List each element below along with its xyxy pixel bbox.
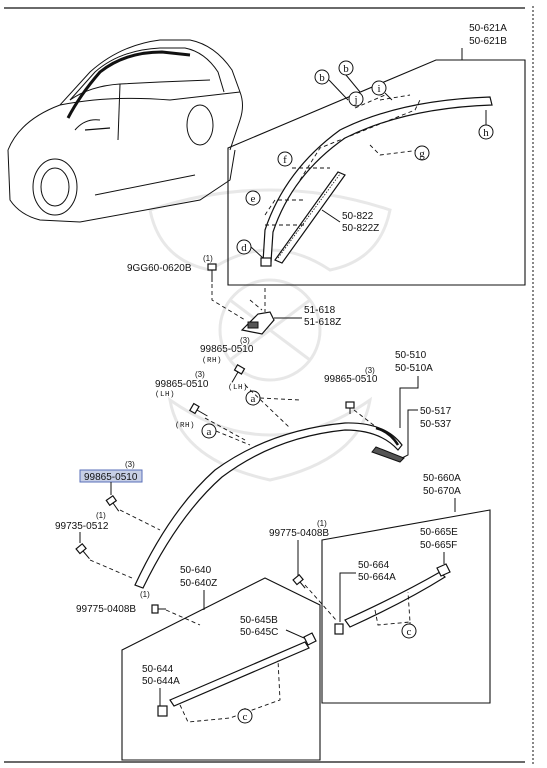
pn-50-822Z: 50-822Z (342, 223, 379, 234)
ref-i: i (371, 80, 387, 96)
qty-upper-screw: (1) (203, 254, 213, 263)
qty-screw-rh-upper: (3) (240, 336, 250, 345)
pn-50-665E: 50-665E (420, 527, 458, 538)
pn-51-618: 51-618 (304, 305, 336, 316)
side-rh-lower: (RH) (175, 422, 195, 430)
pn-50-670A: 50-670A (423, 486, 461, 497)
rear-clip-50-664 (334, 623, 344, 635)
svg-text:a: a (207, 426, 212, 438)
ref-b-upper: b (338, 60, 354, 76)
svg-text:b: b (343, 63, 349, 75)
rear-door-box (321, 509, 491, 704)
screw-rear-box (292, 573, 306, 589)
screw-lh-upper (188, 402, 208, 417)
screw-lower-left (75, 542, 90, 559)
rear-end-clip (436, 563, 451, 577)
ref-h: h (478, 124, 494, 140)
ref-j: j (348, 91, 364, 107)
pn-50-537: 50-537 (420, 419, 452, 430)
svg-text:h: h (483, 127, 489, 139)
ref-c-rear: c (401, 623, 417, 639)
svg-text:g: g (419, 148, 425, 160)
main-roof-molding (134, 422, 403, 589)
molding-end-cap (260, 257, 272, 267)
end-piece-50-517 (371, 446, 405, 463)
pn-50-645B: 50-645B (240, 615, 278, 626)
bracket-51-618 (240, 311, 275, 335)
pn-51-618Z: 51-618Z (304, 317, 341, 328)
pn-50-640Z: 50-640Z (180, 578, 217, 589)
code-screw-lower-left: 99735-0512 (55, 521, 109, 532)
svg-text:i: i (377, 83, 380, 95)
pn-50-640: 50-640 (180, 565, 212, 576)
watermark-emblem (148, 188, 392, 482)
code-screw-right: 99865-0510 (324, 374, 378, 385)
screw-front-box (151, 604, 166, 614)
ref-d: d (236, 239, 252, 255)
pn-50-645C: 50-645C (240, 627, 278, 638)
code-screw-front-box: 99775-0408B (76, 604, 136, 615)
front-door-molding (169, 641, 310, 707)
car-roof-molding-highlight (66, 50, 191, 119)
qty-screw-rear-box: (1) (317, 519, 327, 528)
pn-50-621B: 50-621B (469, 36, 507, 47)
ref-b-upper-2: b (314, 69, 330, 85)
upper-roof-molding (262, 96, 493, 263)
pn-50-621A: 50-621A (469, 23, 507, 34)
screw-highlighted (105, 494, 120, 512)
ref-f: f (277, 151, 293, 167)
ref-a-upper: a (245, 390, 261, 406)
screw-upper (207, 263, 217, 282)
svg-text:d: d (241, 242, 247, 254)
svg-text:f: f (283, 154, 287, 166)
code-screw-rh-upper: 99865-0510 (200, 344, 254, 355)
svg-text:a: a (251, 393, 256, 405)
qty-screw-right: (3) (365, 366, 375, 375)
ref-g: g (414, 145, 430, 161)
qty-screw-lh-upper: (3) (195, 370, 205, 379)
svg-text:c: c (407, 626, 412, 638)
front-clip-50-644 (157, 705, 168, 717)
screw-rh-upper (231, 363, 246, 383)
pn-50-510A: 50-510A (395, 363, 433, 374)
ref-c-front: c (237, 708, 253, 724)
rear-door-molding (344, 571, 446, 628)
code-screw-highlighted: 99865-0510 (84, 472, 138, 483)
qty-screw-highlighted: (3) (125, 460, 135, 469)
pn-50-664A: 50-664A (358, 572, 396, 583)
svg-text:j: j (353, 94, 357, 106)
vehicle-illustration (7, 39, 243, 223)
qty-screw-lower-left: (1) (96, 511, 106, 520)
svg-text:e: e (251, 193, 256, 205)
code-screw-lh-upper: 99865-0510 (155, 379, 209, 390)
front-end-clip (303, 632, 317, 646)
code-upper-screw: 9GG60-0620B (127, 263, 192, 274)
upper-box-callout-lines (264, 94, 421, 226)
svg-text:b: b (319, 72, 325, 84)
pn-50-510: 50-510 (395, 350, 427, 361)
pn-50-665F: 50-665F (420, 540, 457, 551)
side-lh-label: (LH) (228, 384, 248, 392)
ref-a-lower: a (201, 423, 217, 439)
upper-assembly-box (227, 59, 526, 286)
code-screw-rear-box: 99775-0408B (269, 528, 329, 539)
pn-50-644A: 50-644A (142, 676, 180, 687)
pn-50-664: 50-664 (358, 560, 390, 571)
svg-text:c: c (243, 711, 248, 723)
pn-50-644: 50-644 (142, 664, 174, 675)
glass-run-strip (274, 171, 346, 264)
front-door-box (121, 577, 321, 761)
pn-50-517: 50-517 (420, 406, 452, 417)
pn-50-822: 50-822 (342, 211, 374, 222)
side-screw-lh-upper: (LH) (155, 391, 175, 399)
side-screw-rh-upper: (RH) (202, 357, 222, 365)
qty-screw-front-box: (1) (140, 590, 150, 599)
pn-50-660A: 50-660A (423, 473, 461, 484)
screw-right (345, 401, 355, 414)
ref-e: e (245, 190, 261, 206)
